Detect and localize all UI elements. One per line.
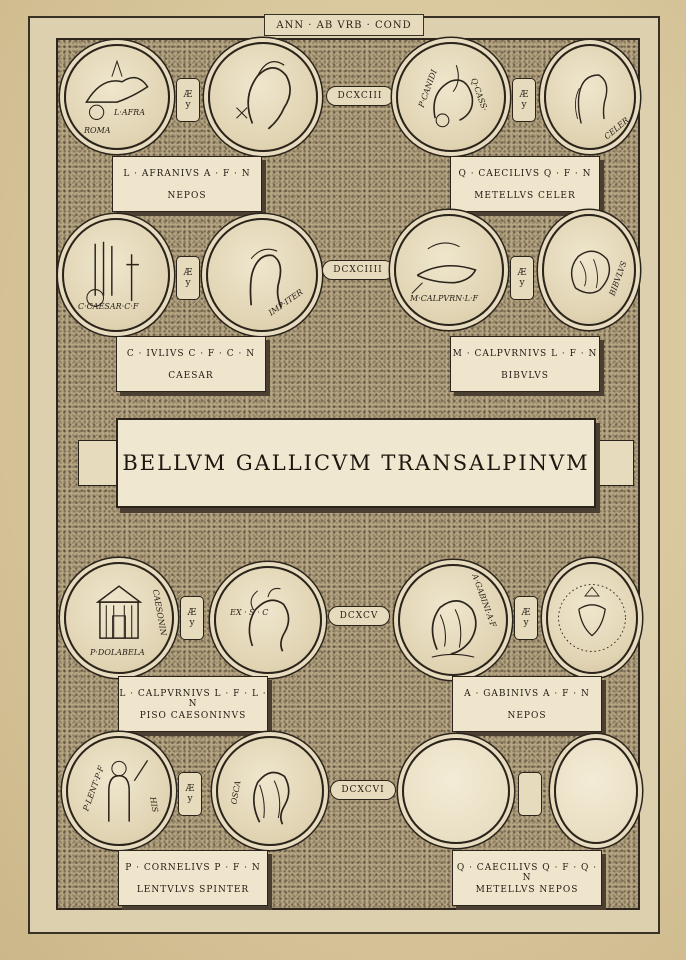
name-plaque-gabinius: A · GABINIVS A · F · N NEPOS [452, 676, 602, 732]
connector-text: Æ [183, 268, 193, 278]
connector-text: Æ [185, 784, 195, 794]
coin-piso-reverse: EX · S · C [214, 566, 322, 674]
name-plaque-metellus-nepos: Q · CAECILIVS Q · F · Q · N METELLVS NEP… [452, 850, 602, 906]
connector-text: y [521, 100, 527, 110]
coin-bibulus-obverse: M·CALPVRN·L·F [394, 214, 504, 326]
name-line: A · GABINIVS A · F · N [464, 689, 590, 699]
connector-text: y [187, 794, 193, 804]
name-line: Q · CAECILIVS Q · F · N [458, 169, 592, 179]
year-label: DCXCIII [326, 86, 394, 106]
coin-legend: C·CAESAR·C·F [78, 302, 139, 311]
name-plaque-piso: L · CALPVRNIVS L · F · L · N PISO CAESON… [118, 676, 268, 732]
coin-connector [518, 772, 542, 816]
coin-legend: P·DOLABELA [90, 648, 145, 657]
year-label: DCXCV [328, 606, 390, 626]
coin-connector: Æ y [510, 256, 534, 300]
coin-afranius-obverse: L·AFRA ROMA [64, 44, 170, 150]
name-line: L · AFRANIVS A · F · N [123, 169, 251, 179]
name-line: C · IVLIVS C · F · C · N [126, 349, 256, 359]
name-plaque-afranius: L · AFRANIVS A · F · N NEPOS [112, 156, 262, 212]
coin-connector: Æ y [514, 596, 538, 640]
coin-connector: Æ y [178, 772, 202, 816]
coin-legend: M·CALPVRN·L·F [410, 294, 479, 303]
coin-connector: Æ y [180, 596, 204, 640]
banner-wing-left [78, 440, 122, 486]
name-line: CAESAR [168, 371, 214, 381]
header-label: ANN · AB VRB · COND [264, 14, 424, 36]
name-line: BIBVLVS [501, 371, 549, 381]
connector-text: Æ [517, 268, 527, 278]
name-line: NEPOS [167, 191, 207, 201]
coin-legend: ROMA [84, 126, 111, 135]
name-line: P · CORNELIVS P · F · N [125, 863, 261, 873]
connector-text: y [519, 278, 525, 288]
name-plaque-caesar: C · IVLIVS C · F · C · N CAESAR [116, 336, 266, 392]
name-line: METELLVS CELER [474, 191, 576, 201]
connector-text: Æ [519, 90, 529, 100]
coin-connector: Æ y [512, 78, 536, 122]
coin-caesar-reverse: IMP·ITER [206, 218, 318, 332]
name-line: NEPOS [507, 711, 547, 721]
connector-text: Æ [187, 608, 197, 618]
name-plaque-lentulus: P · CORNELIVS P · F · N LENTVLVS SPINTER [118, 850, 268, 906]
name-line: M · CALPVRNIVS L · F · N [452, 349, 598, 359]
coin-legend: EX · S · C [230, 608, 269, 617]
name-line: METELLVS NEPOS [475, 885, 579, 895]
connector-text: y [185, 278, 191, 288]
name-plaque-metellus-celer: Q · CAECILIVS Q · F · N METELLVS CELER [450, 156, 600, 212]
connector-text: Æ [183, 90, 193, 100]
coin-blank-left [402, 738, 510, 844]
year-label: DCXCIIII [322, 260, 394, 280]
coin-metellus-celer-reverse: CELER [544, 44, 636, 150]
coin-piso-obverse: CAESONIN P·DOLABELA [64, 562, 174, 674]
connector-text: Æ [521, 608, 531, 618]
connector-text: y [523, 618, 529, 628]
coin-afranius-reverse [208, 42, 318, 152]
coin-connector: Æ y [176, 256, 200, 300]
connector-text: y [189, 618, 195, 628]
name-line: LENTVLVS SPINTER [136, 885, 250, 895]
name-line: PISO CAESONINVS [139, 711, 247, 721]
coin-lentulus-reverse: OSCA [216, 736, 324, 846]
coin-gabinius-obverse: A·GABINI·A·F [398, 564, 508, 676]
coin-bibulus-reverse: BIBVLVS [542, 214, 636, 326]
coin-legend: L·AFRA [114, 108, 145, 117]
coin-gabinius-reverse [546, 562, 638, 674]
name-line: Q · CAECILIVS Q · F · Q · N [456, 863, 598, 883]
coin-lentulus-obverse: P·LENT·P·F HIS [66, 736, 172, 846]
name-plaque-bibulus: M · CALPVRNIVS L · F · N BIBVLVS [450, 336, 600, 392]
coin-metellus-celer-obverse: P·CANIDI Q·CASS· [396, 42, 506, 152]
year-label: DCXCVI [330, 780, 396, 800]
connector-text: y [185, 100, 191, 110]
name-line: L · CALPVRNIVS L · F · L · N [119, 689, 267, 709]
section-title-banner: BELLVM GALLICVM TRANSALPINVM [116, 418, 596, 508]
coin-caesar-obverse: C·CAESAR·C·F [62, 218, 170, 332]
banner-wing-right [590, 440, 634, 486]
coin-blank-right [554, 738, 638, 844]
coin-connector: Æ y [176, 78, 200, 122]
